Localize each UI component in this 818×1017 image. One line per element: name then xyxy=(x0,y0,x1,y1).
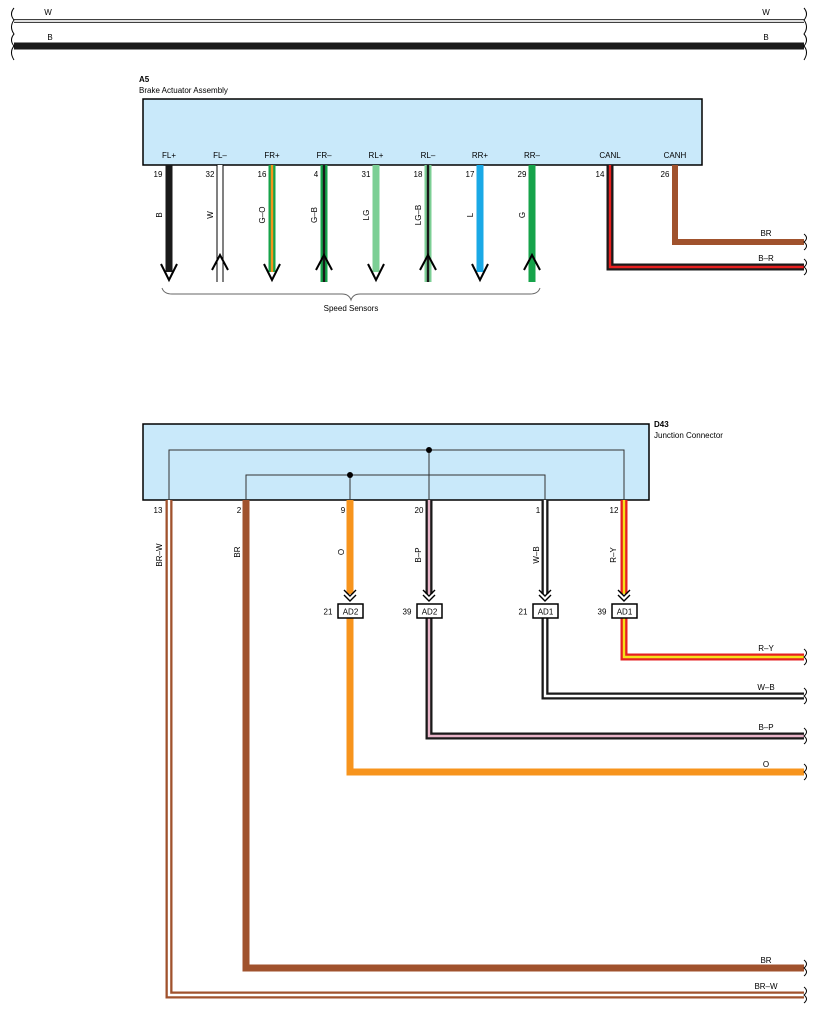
wire-o-lower xyxy=(346,618,804,776)
connector-name: AD1 xyxy=(617,608,633,617)
a5-term-fl-plus: FL+ xyxy=(162,151,176,160)
a5-pin-num: 29 xyxy=(518,170,527,179)
d43-pin-num: 20 xyxy=(415,506,424,515)
wire-br-w-stripe xyxy=(167,500,804,997)
right-wire-label: B–P xyxy=(758,723,773,732)
connector-ad2-box xyxy=(337,603,364,619)
a5-id: A5 xyxy=(139,75,150,84)
d43-component: D43 Junction Connector 13 2 9 20 1 12 BR… xyxy=(142,420,807,1004)
connector-pin: 21 xyxy=(324,608,333,617)
a5-term-fl-minus: FL– xyxy=(213,151,227,160)
a5-wire-label: G–O xyxy=(258,207,267,224)
connector-name: AD2 xyxy=(422,608,438,617)
right-wire-label: W–B xyxy=(757,683,774,692)
a5-wire-label: B xyxy=(155,212,164,217)
connector-ad2-box xyxy=(416,603,443,619)
d43-box xyxy=(142,423,650,501)
arrow-up-icon xyxy=(211,252,229,271)
d43-pin-num: 1 xyxy=(536,506,541,515)
a5-term-fr-plus: FR+ xyxy=(264,151,280,160)
arrow-down-icon xyxy=(367,263,385,283)
d43-wire-label: BR–W xyxy=(155,543,164,567)
a5-wire-label: L xyxy=(466,212,475,217)
top-bus: W W B B xyxy=(11,7,807,61)
speed-sensors-label: Speed Sensors xyxy=(324,304,379,313)
bus-b-label-right: B xyxy=(763,33,768,42)
d43-wire-label: W–B xyxy=(532,546,541,563)
a5-wire-label: G xyxy=(518,212,527,218)
bus-w-label-left: W xyxy=(44,8,52,17)
a5-wire-label: LG–B xyxy=(414,205,423,225)
a5-wire-label: LG xyxy=(362,210,371,221)
connector-pin: 21 xyxy=(519,608,528,617)
arrow-up-icon xyxy=(523,252,541,271)
d43-wire-label: BR xyxy=(233,546,242,557)
wire-b-p-lower xyxy=(425,618,804,740)
speed-sensors-brace xyxy=(161,287,541,302)
connector-name: AD1 xyxy=(538,608,554,617)
wire-br xyxy=(242,500,804,972)
arrow-down-icon xyxy=(160,263,178,283)
d43-pin-num: 13 xyxy=(154,506,163,515)
d43-bus-outer xyxy=(168,449,625,500)
a5-pin-num: 17 xyxy=(466,170,475,179)
arrow-down-icon xyxy=(263,263,281,283)
wire-r-y-lower xyxy=(620,618,804,661)
wire-canh-br xyxy=(672,165,804,245)
a5-pin-num: 16 xyxy=(258,170,267,179)
d43-wire-label: R–Y xyxy=(609,547,618,563)
arrow-down-icon xyxy=(471,263,489,283)
right-wire-label: BR–W xyxy=(754,982,778,991)
wire-canl-br-outline xyxy=(606,165,804,271)
a5-wire-label: W xyxy=(206,211,215,219)
a5-pin-num: 32 xyxy=(206,170,215,179)
connector-ad1-box xyxy=(532,603,559,619)
d43-pin-num: 12 xyxy=(610,506,619,515)
a5-pin-num: 31 xyxy=(362,170,371,179)
bus-w-label-right: W xyxy=(762,8,770,17)
a5-wire-label: G–B xyxy=(310,207,319,223)
a5-pin-num: 19 xyxy=(154,170,163,179)
splice-dot xyxy=(426,447,432,453)
d43-pin-num: 9 xyxy=(341,506,346,515)
d43-id: D43 xyxy=(654,420,669,429)
can-wire-label-br: B–R xyxy=(758,254,774,263)
right-wire-label: R–Y xyxy=(758,644,774,653)
connector-pin: 39 xyxy=(598,608,607,617)
connector-ad1-box xyxy=(611,603,638,619)
can-wire-label-br: BR xyxy=(760,229,771,238)
right-wire-label: BR xyxy=(760,956,771,965)
a5-term-rr-minus: RR– xyxy=(524,151,541,160)
d43-wire-label: B–P xyxy=(414,547,423,562)
wire-canl-br-stripe xyxy=(608,165,804,269)
d43-pin-num: 2 xyxy=(237,506,242,515)
arrow-up-icon xyxy=(419,252,437,271)
a5-term-rl-plus: RL+ xyxy=(369,151,384,160)
a5-pin-num: 14 xyxy=(596,170,605,179)
arrow-up-icon xyxy=(315,252,333,271)
a5-component: A5 Brake Actuator Assembly FL+ FL– FR+ F… xyxy=(139,75,807,313)
a5-box xyxy=(142,98,703,166)
a5-pin-num: 4 xyxy=(314,170,319,179)
d43-wire-label: O xyxy=(337,549,346,555)
bus-b-label-left: B xyxy=(47,33,52,42)
a5-term-fr-minus: FR– xyxy=(316,151,332,160)
a5-term-rl-minus: RL– xyxy=(421,151,436,160)
splice-dot xyxy=(347,472,353,478)
a5-term-canh: CANH xyxy=(664,151,687,160)
connector-name: AD2 xyxy=(343,608,359,617)
a5-term-canl: CANL xyxy=(599,151,621,160)
d43-name: Junction Connector xyxy=(654,431,723,440)
connector-pin: 39 xyxy=(403,608,412,617)
a5-pin-num: 26 xyxy=(661,170,670,179)
d43-bus-inner xyxy=(245,474,546,500)
right-wire-label: O xyxy=(763,760,769,769)
wire-br-w-outline xyxy=(165,500,804,999)
a5-pin-num: 18 xyxy=(414,170,423,179)
break-marks xyxy=(803,648,807,1004)
a5-name: Brake Actuator Assembly xyxy=(139,86,228,95)
a5-term-rr-plus: RR+ xyxy=(472,151,489,160)
chevron-down-icon xyxy=(343,589,631,602)
